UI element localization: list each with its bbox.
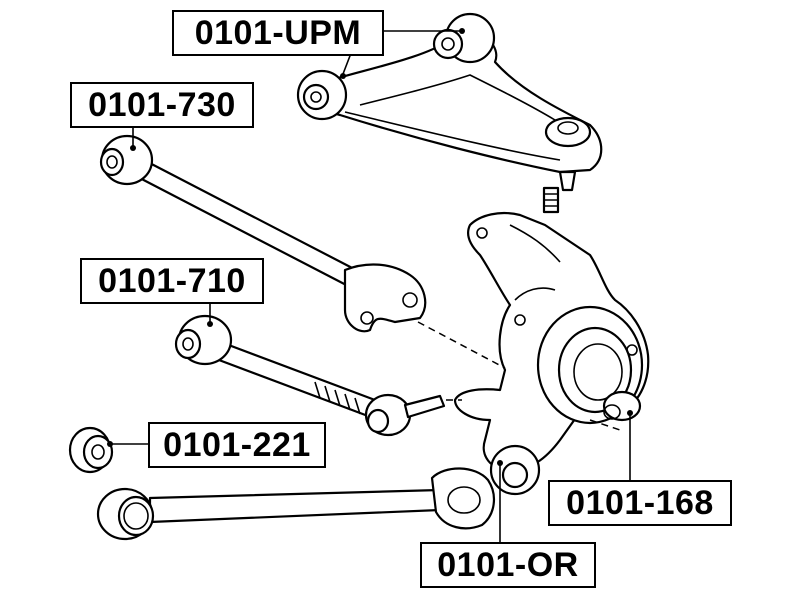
upper-control-arm: [310, 28, 603, 214]
leader-lines: [107, 28, 633, 545]
label-0101-or: 0101-OR: [420, 542, 596, 588]
bushing-221: [68, 426, 114, 474]
rear-knuckle: [453, 211, 650, 496]
upper-arm-bushing-rear: [432, 12, 496, 64]
label-0101-730: 0101-730: [70, 82, 254, 128]
assembly-line-168: [589, 419, 621, 431]
assembly-line-730: [417, 321, 506, 369]
label-0101-710: 0101-710: [80, 258, 264, 304]
link-rod-730: [99, 134, 427, 333]
link-rod-710: [174, 314, 446, 437]
lower-control-arm: [96, 467, 496, 541]
label-0101-221: 0101-221: [148, 422, 326, 468]
label-0101-upm: 0101-UPM: [172, 10, 384, 56]
upper-arm-bushing-front: [296, 69, 348, 121]
label-0101-168: 0101-168: [548, 480, 732, 526]
